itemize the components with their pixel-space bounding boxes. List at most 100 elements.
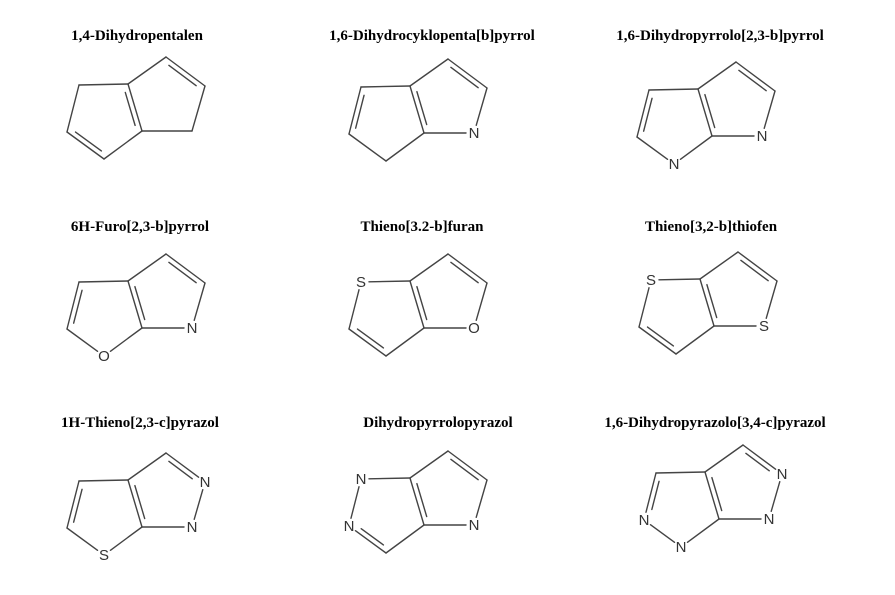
bond-line <box>697 61 737 90</box>
molecule-title: Dihydropyrrolopyrazol <box>363 415 513 431</box>
bond-line <box>348 328 387 357</box>
atom-label-n: N <box>187 519 198 536</box>
bond-line <box>679 135 713 160</box>
bond-line <box>447 253 488 284</box>
bond-line <box>642 97 653 132</box>
atom-label-n: N <box>764 511 775 528</box>
bond-line <box>711 476 723 512</box>
molecule-title: 1H-Thieno[2,3-c]pyrazol <box>61 415 219 431</box>
molecule-structure <box>66 56 206 160</box>
molecule-structure: SO <box>348 253 488 357</box>
bond-line <box>770 480 781 513</box>
bond-line <box>348 86 362 135</box>
atom-label-s: S <box>759 318 769 335</box>
bond-line <box>409 253 449 282</box>
atom-label-n: N <box>469 517 480 534</box>
bond-line <box>168 64 197 87</box>
bond-line <box>409 477 425 526</box>
bond-line <box>385 524 425 554</box>
bond-line <box>475 479 488 519</box>
bond-line <box>409 450 449 479</box>
bond-line <box>66 281 80 330</box>
bond-line <box>348 133 387 162</box>
bond-line <box>651 480 660 511</box>
bond-line <box>648 88 699 91</box>
bond-line <box>738 69 767 92</box>
bond-line <box>165 452 200 478</box>
molecule-title: Thieno[3.2-b]furan <box>360 219 484 235</box>
bond-line <box>165 56 206 87</box>
bond-line <box>127 452 167 481</box>
bond-line <box>638 326 677 355</box>
bond-line <box>475 87 488 127</box>
bond-line <box>475 282 488 322</box>
bond-line <box>649 524 676 543</box>
bond-line <box>638 287 650 328</box>
bond-line <box>385 327 425 357</box>
bond-line <box>655 471 706 474</box>
bond-line <box>356 328 385 349</box>
bond-line <box>447 450 488 481</box>
bond-line <box>127 83 143 132</box>
bond-line <box>704 471 720 520</box>
bond-line <box>78 280 129 283</box>
bond-line <box>450 458 479 481</box>
bond-line <box>72 488 83 523</box>
bond-line <box>735 61 776 92</box>
bond-line <box>737 251 778 282</box>
atom-label-o: O <box>468 320 480 337</box>
molecule-structure: NNS <box>66 452 210 564</box>
bond-line <box>416 90 428 126</box>
molecule-title: 1,6-Dihydrocyklopenta[b]pyrrol <box>329 28 535 44</box>
bond-line <box>699 251 739 280</box>
atom-label-n: N <box>676 539 687 556</box>
bond-line <box>78 83 129 86</box>
bond-line <box>686 518 720 543</box>
atom-label-s: S <box>99 547 109 564</box>
atom-label-n: N <box>344 518 355 535</box>
bond-line <box>134 285 146 321</box>
bond-line <box>704 444 744 473</box>
bond-line <box>636 89 650 138</box>
bond-line <box>134 484 146 520</box>
bond-line <box>350 486 360 519</box>
bond-line <box>78 479 129 482</box>
bond-line <box>66 84 80 133</box>
bond-line <box>416 285 428 321</box>
bond-line <box>675 325 715 355</box>
bond-line <box>168 460 193 480</box>
bond-line <box>66 480 80 529</box>
bond-line <box>745 452 770 472</box>
atom-label-n: N <box>757 128 768 145</box>
atom-label-n: N <box>469 125 480 142</box>
molecule-title: 1,4-Dihydropentalen <box>71 28 203 44</box>
bond-line <box>368 477 411 480</box>
molecule-title: 6H-Furo[2,3-b]pyrrol <box>70 219 210 235</box>
bond-line <box>360 85 411 88</box>
molecule-title: 1,6-Dihydropyrrolo[2,3-b]pyrrol <box>616 28 824 44</box>
bond-line <box>699 278 715 327</box>
atom-label-n: N <box>777 466 788 483</box>
bond-line <box>742 444 777 470</box>
bond-line <box>191 85 206 132</box>
bond-line <box>193 282 206 322</box>
atom-label-o: O <box>98 348 110 365</box>
bond-line <box>450 66 479 89</box>
bond-line <box>66 328 99 352</box>
bond-line <box>740 259 769 282</box>
molecule-structure: SS <box>638 251 778 355</box>
bond-line <box>354 94 365 129</box>
bond-line <box>704 93 716 129</box>
bond-line <box>697 88 713 137</box>
bond-line <box>360 528 385 546</box>
bond-line <box>348 289 360 330</box>
atom-label-n: N <box>669 156 680 173</box>
bond-line <box>763 90 776 130</box>
bond-line <box>103 130 143 160</box>
bond-line <box>645 472 657 513</box>
bond-line <box>658 278 701 281</box>
